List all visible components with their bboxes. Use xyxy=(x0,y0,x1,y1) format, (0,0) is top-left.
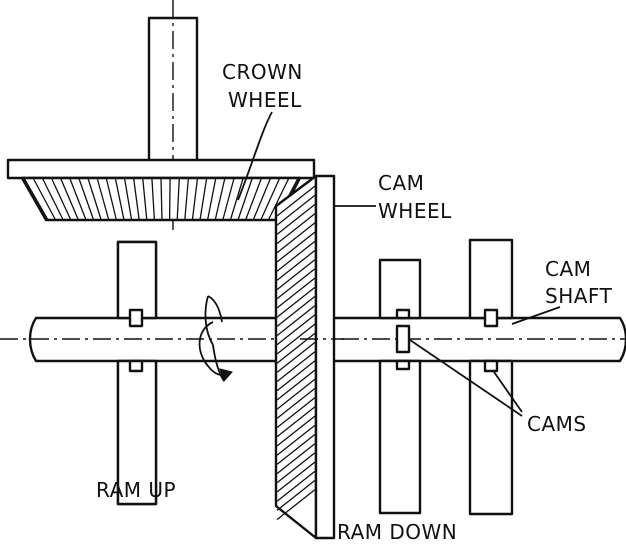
label-crown-wheel: CROWN WHEEL xyxy=(222,60,303,112)
leader-crown-wheel xyxy=(237,111,273,201)
crown-tooth xyxy=(105,177,118,221)
cam-tooth xyxy=(276,461,316,493)
cam-tooth xyxy=(276,203,316,235)
crown-tooth xyxy=(87,177,102,221)
label-cam-wheel-line1: CAM xyxy=(378,171,424,195)
crown-tooth xyxy=(151,177,156,221)
rotation-arrow-icon xyxy=(198,295,233,382)
cam-tooth xyxy=(276,433,316,465)
crown-tooth xyxy=(142,177,148,221)
cam-tooth xyxy=(276,369,316,401)
cam-tooth xyxy=(276,286,316,318)
crown-wheel xyxy=(6,158,316,222)
crown-tooth xyxy=(114,177,125,221)
cam-tooth xyxy=(276,332,316,364)
leader-lines xyxy=(237,111,561,417)
cam-tooth xyxy=(276,489,316,521)
cam-left-bottom xyxy=(128,359,144,373)
crown-tooth xyxy=(191,177,199,221)
cam-tooth xyxy=(276,443,316,475)
cam-tooth xyxy=(276,314,316,346)
crown-tooth xyxy=(222,177,235,221)
cam-tooth xyxy=(276,185,316,217)
cam-tooth xyxy=(276,424,316,456)
leader-cams-middle xyxy=(409,339,523,417)
cam-tooth xyxy=(276,213,316,245)
crown-tooth xyxy=(237,177,253,221)
label-cam-wheel: CAM WHEEL xyxy=(378,171,452,223)
cam-tooth xyxy=(276,305,316,337)
crown-tooth xyxy=(69,177,87,221)
cam-middle xyxy=(395,324,411,354)
cam-middle-top xyxy=(395,308,411,320)
cam-tooth xyxy=(276,323,316,355)
cam-right-top xyxy=(483,308,499,328)
cam-tooth xyxy=(276,470,316,502)
crown-tooth xyxy=(59,177,79,221)
crown-tooth xyxy=(160,177,163,221)
cam-tooth xyxy=(276,277,316,309)
crown-wheel-teeth xyxy=(23,177,299,221)
crown-tooth xyxy=(50,177,72,221)
crown-tooth xyxy=(23,177,49,221)
crown-tooth xyxy=(206,177,217,221)
label-cam-wheel-line2: WHEEL xyxy=(378,199,452,223)
label-cam-shaft: CAM SHAFT xyxy=(545,257,613,308)
cam-tooth xyxy=(276,231,316,263)
cam-tooth xyxy=(276,415,316,447)
crown-tooth xyxy=(267,177,290,221)
cam-tooth xyxy=(276,240,316,272)
cam-right-bottom xyxy=(483,359,499,373)
crown-tooth xyxy=(32,177,57,221)
crown-wheel-shaft xyxy=(147,0,199,230)
label-ram-up: RAM UP xyxy=(96,478,176,502)
crown-tooth xyxy=(78,177,95,221)
cam-tooth xyxy=(276,406,316,438)
cam-middle-bottom xyxy=(395,359,411,371)
leader-cam-shaft xyxy=(511,306,561,325)
crown-tooth xyxy=(244,177,263,221)
cam-tooth xyxy=(276,397,316,429)
cam-tooth xyxy=(276,341,316,373)
label-ram-down: RAM DOWN xyxy=(337,520,457,544)
crown-tooth xyxy=(229,177,244,221)
crown-tooth xyxy=(252,177,272,221)
label-crown-wheel-line1: CROWN xyxy=(222,60,303,84)
cam-tooth xyxy=(276,351,316,383)
cam-wheel xyxy=(274,174,344,540)
cam-tooth xyxy=(276,259,316,291)
crown-tooth xyxy=(96,177,110,221)
crown-tooth xyxy=(199,177,208,221)
leader-cams-right xyxy=(493,371,523,413)
cam-tooth xyxy=(276,194,316,226)
crown-tooth xyxy=(176,177,180,221)
cam-tooth xyxy=(276,452,316,484)
label-crown-wheel-line2: WHEEL xyxy=(228,88,302,112)
cam-tooth xyxy=(276,268,316,300)
cam-tooth xyxy=(276,249,316,281)
crown-tooth xyxy=(123,177,133,221)
cam-tooth xyxy=(276,360,316,392)
cam-tooth xyxy=(276,295,316,327)
crown-tooth xyxy=(132,177,140,221)
crown-tooth xyxy=(214,177,226,221)
crown-tooth xyxy=(168,177,171,221)
label-cam-shaft-line2: SHAFT xyxy=(545,284,613,308)
crown-tooth xyxy=(184,177,190,221)
cam-tooth xyxy=(276,378,316,410)
cam-tooth xyxy=(276,387,316,419)
cam-tooth xyxy=(276,479,316,511)
cam-left-top xyxy=(128,308,144,328)
label-cam-shaft-line1: CAM xyxy=(545,257,591,281)
label-cams: CAMS xyxy=(527,412,587,436)
cam-wheel-teeth xyxy=(276,185,316,521)
right-ram-slider xyxy=(468,238,514,516)
cam-tooth xyxy=(276,222,316,254)
crown-tooth xyxy=(41,177,64,221)
ram-down-slider xyxy=(378,258,422,515)
crown-tooth xyxy=(260,177,281,221)
ram-up-slider-front xyxy=(116,240,158,506)
